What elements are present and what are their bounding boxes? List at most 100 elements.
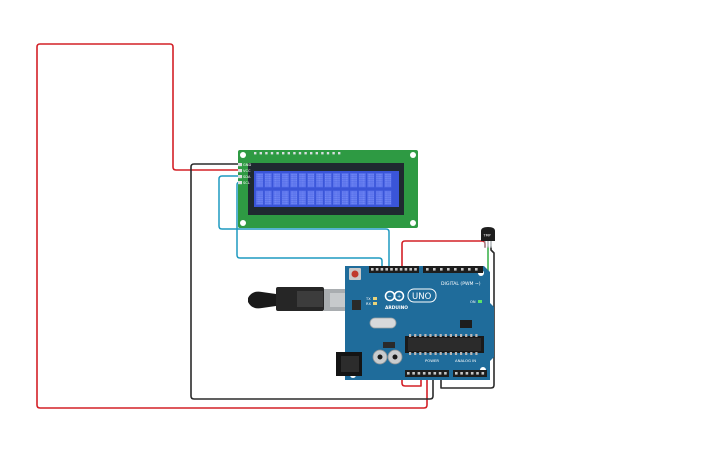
lcd-pin[interactable] xyxy=(238,181,242,185)
lcd-pin-label: GND xyxy=(243,163,251,167)
digital-header-right xyxy=(423,266,483,273)
power-led xyxy=(478,300,482,303)
lcd-char-cell xyxy=(315,173,324,188)
digital-pin[interactable] xyxy=(414,268,417,271)
usb-cable[interactable] xyxy=(248,287,358,311)
power-pin[interactable] xyxy=(438,372,442,375)
power-pin[interactable] xyxy=(407,372,410,375)
digital-pin[interactable] xyxy=(390,268,393,271)
rx-label: RX xyxy=(366,302,371,306)
icsp-header xyxy=(460,320,472,328)
wire-red-lcd-vcc[interactable] xyxy=(36,43,428,409)
chip-pin xyxy=(419,334,422,337)
digital-pin[interactable] xyxy=(385,268,388,271)
lcd-char-cell xyxy=(264,173,272,188)
arduino-logo: − + xyxy=(384,290,405,302)
power-label: POWER xyxy=(425,358,439,363)
temperature-sensor[interactable]: TMP xyxy=(481,227,495,248)
lcd-char-cell xyxy=(332,173,341,188)
lcd-char-cell xyxy=(350,190,358,205)
power-pin[interactable] xyxy=(444,372,447,375)
lcd-char-cell xyxy=(256,173,264,188)
digital-pin[interactable] xyxy=(475,268,478,271)
digital-pin[interactable] xyxy=(447,268,450,271)
lcd-header-pin xyxy=(304,152,307,155)
digital-pin[interactable] xyxy=(454,268,457,271)
digital-pin[interactable] xyxy=(395,268,398,271)
digital-pin[interactable] xyxy=(409,268,412,271)
uno-badge xyxy=(407,288,437,303)
power-pin[interactable] xyxy=(422,372,426,375)
analog-pin[interactable] xyxy=(470,372,474,375)
digital-pin[interactable] xyxy=(404,268,408,271)
power-pin[interactable] xyxy=(433,372,437,375)
analog-pin[interactable] xyxy=(476,372,479,375)
lcd-mount-hole xyxy=(410,152,416,158)
lcd-char-cell xyxy=(324,190,332,205)
wire-red-sensor-vcc[interactable] xyxy=(401,240,486,387)
analog-pin[interactable] xyxy=(455,372,458,375)
lcd-header-pin xyxy=(259,152,262,155)
small-ic xyxy=(352,300,361,310)
power-pin[interactable] xyxy=(428,372,431,375)
lcd-char-cell xyxy=(375,173,383,188)
digital-header-left xyxy=(369,266,419,273)
digital-pin[interactable] xyxy=(433,268,436,271)
wire-black-lcd-gnd[interactable] xyxy=(190,163,434,400)
lcd-header-pin xyxy=(298,152,302,155)
digital-pin[interactable] xyxy=(375,268,379,271)
lcd-char-cell xyxy=(264,190,272,205)
lcd-character-grid xyxy=(256,173,392,205)
capacitor xyxy=(377,354,383,360)
lcd-mount-hole xyxy=(410,220,416,226)
chip-pin xyxy=(429,352,432,355)
wire-teal-scl[interactable] xyxy=(236,181,383,270)
analog-pin[interactable] xyxy=(465,372,469,375)
lcd-char-cell xyxy=(273,173,281,188)
arduino-uno[interactable]: DIGITAL (PWM ~) − + ARDUINO UNO TX RX ON xyxy=(248,266,494,380)
reset-button-cap[interactable] xyxy=(351,270,359,278)
lcd-mount-hole xyxy=(240,152,246,158)
digital-pin[interactable] xyxy=(426,268,429,271)
lcd-char-cell xyxy=(298,173,306,188)
digital-pin[interactable] xyxy=(371,268,374,271)
digital-pin[interactable] xyxy=(380,268,384,271)
wire-teal-sda[interactable] xyxy=(218,175,390,270)
arduino-brand-text: ARDUINO xyxy=(385,305,408,311)
tx-led xyxy=(373,297,377,300)
lcd-header-pin xyxy=(265,152,268,155)
chip-pin xyxy=(470,352,473,355)
analog-pin[interactable] xyxy=(481,372,485,375)
atmega-chip xyxy=(408,338,481,351)
lcd-header-pin xyxy=(293,152,296,155)
chip-pin xyxy=(409,352,412,355)
digital-pin[interactable] xyxy=(468,268,471,271)
lcd-pin[interactable] xyxy=(238,163,242,167)
lcd-pin[interactable] xyxy=(238,175,242,179)
lcd-char-cell xyxy=(290,190,298,205)
chip-pin xyxy=(424,334,427,337)
chip-pin xyxy=(414,334,417,337)
lcd-char-cell xyxy=(281,190,289,205)
lcd-header-pin xyxy=(310,152,313,155)
digital-pin[interactable] xyxy=(399,268,403,271)
lcd-char-cell xyxy=(307,173,315,188)
digital-header-pins[interactable] xyxy=(371,268,478,271)
digital-pin[interactable] xyxy=(440,268,443,271)
lcd-char-cell xyxy=(358,190,366,205)
dc-jack-front xyxy=(341,356,359,372)
power-pin[interactable] xyxy=(417,372,421,375)
analog-pin[interactable] xyxy=(460,372,463,375)
chip-pin xyxy=(449,352,452,355)
lcd-pin[interactable] xyxy=(238,169,242,173)
power-pin[interactable] xyxy=(412,372,415,375)
bottom-header-pins[interactable] xyxy=(407,372,485,375)
lcd-char-cell xyxy=(384,173,392,188)
chip-pin xyxy=(429,334,432,337)
digital-pin[interactable] xyxy=(461,268,464,271)
chip-pin xyxy=(475,352,478,355)
